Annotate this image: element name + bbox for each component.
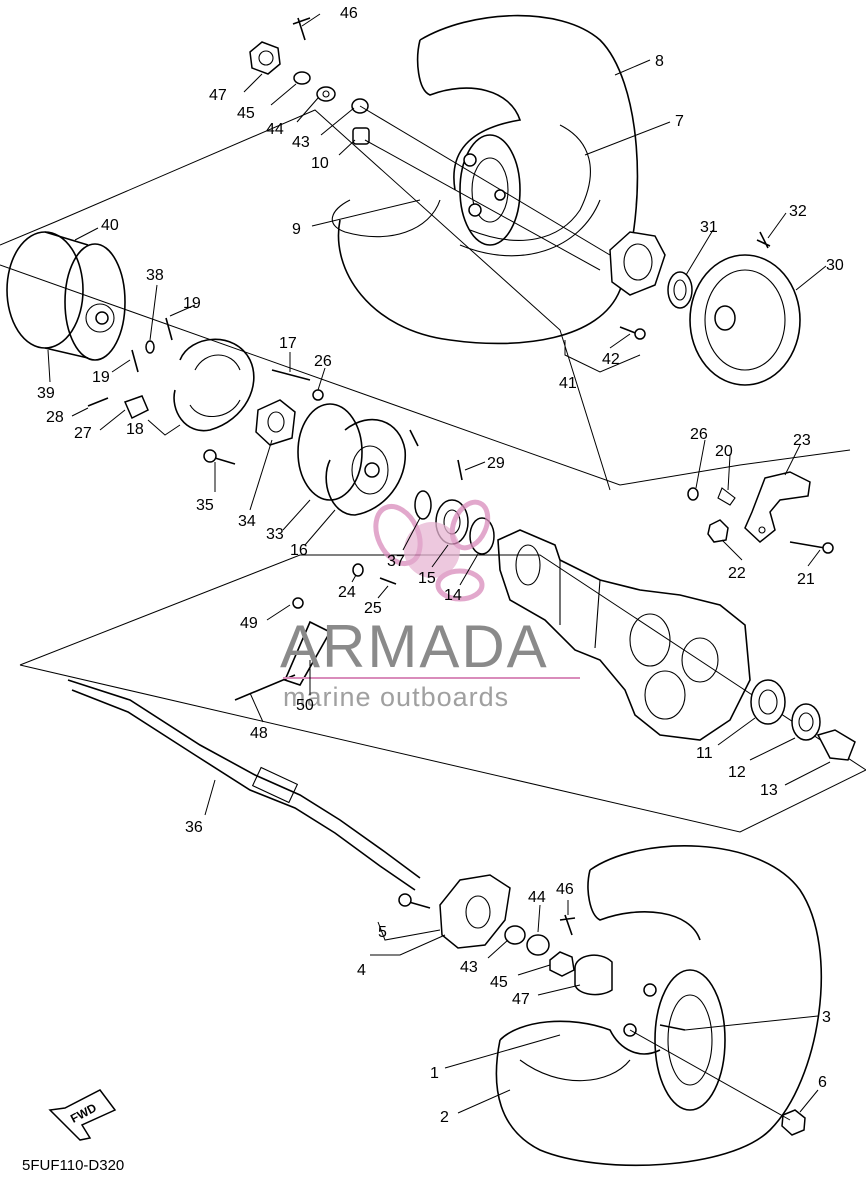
fwd-arrow-icon: FWD bbox=[48, 1089, 117, 1141]
callout-19-right: 19 bbox=[183, 295, 201, 312]
callout-labels: 1 2 3 4 5 6 7 8 9 10 11 12 13 14 15 16 1… bbox=[37, 5, 844, 1126]
axle-housing bbox=[497, 529, 751, 741]
callout-1: 1 bbox=[430, 1065, 439, 1082]
callout-41: 41 bbox=[559, 375, 577, 392]
lower-hub-assembly bbox=[398, 874, 613, 996]
callout-26-right: 26 bbox=[690, 426, 708, 443]
callout-7: 7 bbox=[675, 113, 684, 130]
callout-12: 12 bbox=[728, 764, 746, 781]
group-boundaries bbox=[0, 109, 866, 833]
callout-15: 15 bbox=[418, 570, 436, 587]
callout-3: 3 bbox=[822, 1009, 831, 1026]
callout-6: 6 bbox=[818, 1074, 827, 1091]
callout-44-lower: 44 bbox=[528, 889, 546, 906]
callout-14: 14 bbox=[444, 587, 462, 604]
callout-29: 29 bbox=[487, 455, 505, 472]
callout-9: 9 bbox=[292, 221, 301, 238]
callout-39: 39 bbox=[37, 385, 55, 402]
upper-hardware bbox=[249, 17, 611, 271]
watermark-logo bbox=[373, 499, 491, 602]
callout-13: 13 bbox=[760, 782, 778, 799]
gearcase-bearings bbox=[750, 679, 856, 761]
callout-47-upper: 47 bbox=[209, 87, 227, 104]
upper-hub-assembly bbox=[564, 231, 801, 386]
diagram-code: 5FUF110-D320 bbox=[22, 1157, 124, 1174]
callout-46-upper: 46 bbox=[340, 5, 358, 22]
callout-20: 20 bbox=[715, 443, 733, 460]
brake-drum bbox=[6, 231, 126, 361]
upper-tire bbox=[331, 14, 639, 345]
brake-shoes bbox=[87, 317, 255, 432]
callout-21: 21 bbox=[797, 571, 815, 588]
callout-37: 37 bbox=[387, 553, 405, 570]
callout-50: 50 bbox=[296, 697, 314, 714]
callout-32: 32 bbox=[789, 203, 807, 220]
watermark-brand: ARMADA bbox=[280, 613, 549, 680]
callout-24: 24 bbox=[338, 584, 356, 601]
callout-25: 25 bbox=[364, 600, 382, 617]
callout-38: 38 bbox=[146, 267, 164, 284]
callout-43-lower: 43 bbox=[460, 959, 478, 976]
callout-18: 18 bbox=[126, 421, 144, 438]
lower-tire bbox=[495, 845, 823, 1167]
callout-16: 16 bbox=[290, 542, 308, 559]
callout-leaders bbox=[47, 13, 831, 1114]
watermark: ARMADA marine outboards bbox=[280, 499, 580, 712]
brake-backing-plate bbox=[203, 369, 463, 516]
callout-19-left: 19 bbox=[92, 369, 110, 386]
brake-cable-bracket bbox=[687, 471, 834, 554]
callout-11: 11 bbox=[696, 745, 713, 762]
callout-35: 35 bbox=[196, 497, 214, 514]
callout-49: 49 bbox=[240, 615, 258, 632]
callout-17: 17 bbox=[279, 335, 297, 352]
callout-27: 27 bbox=[74, 425, 92, 442]
callout-43-upper: 43 bbox=[292, 134, 310, 151]
callout-33: 33 bbox=[266, 526, 284, 543]
callout-47-lower: 47 bbox=[512, 991, 530, 1008]
callout-23: 23 bbox=[793, 432, 811, 449]
callout-10: 10 bbox=[311, 155, 329, 172]
callout-8: 8 bbox=[655, 53, 664, 70]
callout-40: 40 bbox=[101, 217, 119, 234]
callout-5: 5 bbox=[378, 924, 387, 941]
callout-28: 28 bbox=[46, 409, 64, 426]
rear-axle-shaft bbox=[67, 597, 421, 891]
watermark-tagline: marine outboards bbox=[283, 682, 509, 712]
callout-46-lower: 46 bbox=[556, 881, 574, 898]
callout-36: 36 bbox=[185, 819, 203, 836]
callout-31: 31 bbox=[700, 219, 718, 236]
callout-4: 4 bbox=[357, 962, 366, 979]
callout-30: 30 bbox=[826, 257, 844, 274]
callout-26-upper: 26 bbox=[314, 353, 332, 370]
callout-44-upper: 44 bbox=[266, 121, 284, 138]
callout-22: 22 bbox=[728, 565, 746, 582]
callout-34: 34 bbox=[238, 513, 256, 530]
callout-2: 2 bbox=[440, 1109, 449, 1126]
callout-42: 42 bbox=[602, 351, 620, 368]
callout-45-lower: 45 bbox=[490, 974, 508, 991]
callout-45-upper: 45 bbox=[237, 105, 255, 122]
callout-48: 48 bbox=[250, 725, 268, 742]
